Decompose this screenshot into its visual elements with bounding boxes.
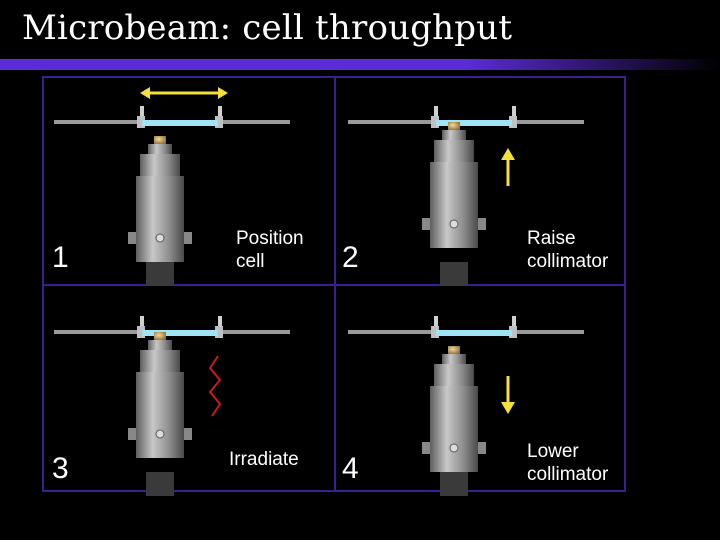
collimator-knob-left	[128, 428, 136, 440]
stage-rail-right	[210, 120, 290, 124]
collimator-tip	[154, 332, 166, 340]
arrow-head-right	[218, 87, 228, 99]
collimator-body	[430, 162, 478, 248]
screw-right	[512, 316, 516, 326]
raise-arrow	[501, 148, 515, 186]
collimator-base	[440, 472, 468, 496]
stage-rail-right	[504, 120, 584, 124]
microbeam-apparatus	[54, 316, 290, 496]
arrow-head-down	[501, 402, 515, 414]
stage	[348, 316, 584, 338]
sample-dish	[436, 330, 512, 336]
collimator-knob-left	[128, 232, 136, 244]
collimator-base	[440, 262, 468, 286]
collimator-head	[434, 364, 474, 386]
collimator-tip	[154, 136, 166, 144]
title-underline	[0, 59, 720, 70]
step-caption: Raise collimator	[527, 228, 609, 272]
collimator	[128, 332, 192, 496]
collimator-bolt	[155, 233, 165, 243]
collimator-bolt	[449, 219, 459, 229]
sample-dish	[142, 330, 218, 336]
collimator	[422, 122, 486, 286]
clamp-left	[137, 116, 145, 128]
step-number: 4	[342, 452, 359, 485]
collimator-body	[136, 176, 184, 262]
step-caption: Irradiate	[229, 449, 299, 470]
collimator	[422, 346, 486, 496]
collimator-tip	[448, 122, 460, 130]
clamp-right	[215, 116, 223, 128]
collimator	[128, 136, 192, 286]
collimator-body	[136, 372, 184, 458]
clamp-left	[137, 326, 145, 338]
collimator-knob-left	[422, 218, 430, 230]
clamp-left	[431, 116, 439, 128]
collimator-neck	[148, 144, 172, 154]
collimator-base	[146, 262, 174, 286]
clamp-right	[509, 116, 517, 128]
clamp-right	[215, 326, 223, 338]
collimator-knob-right	[478, 218, 486, 230]
step-caption: Lower collimator	[527, 441, 609, 485]
grid-divider-horizontal	[42, 284, 626, 286]
collimator-neck	[442, 354, 466, 364]
stage-rail-left	[54, 120, 154, 124]
screw-left	[434, 106, 438, 116]
collimator-bolt	[449, 443, 459, 453]
clamp-right	[509, 326, 517, 338]
screw-left	[140, 106, 144, 116]
lower-arrow	[501, 376, 515, 414]
screw-left	[140, 316, 144, 326]
screw-right	[218, 106, 222, 116]
stage-rail-left	[348, 120, 448, 124]
step-number: 1	[52, 241, 69, 274]
collimator-knob-left	[422, 442, 430, 454]
stage-rail-right	[210, 330, 290, 334]
collimator-head	[140, 350, 180, 372]
screw-right	[512, 106, 516, 116]
collimator-tip	[448, 346, 460, 354]
stage-rail-left	[54, 330, 154, 334]
microbeam-apparatus	[54, 87, 290, 286]
collimator-head	[434, 140, 474, 162]
stage-rail-left	[348, 330, 448, 334]
collimator-knob-right	[184, 232, 192, 244]
page-title: Microbeam: cell throughput	[22, 8, 513, 48]
stage-rail-right	[504, 330, 584, 334]
screw-left	[434, 316, 438, 326]
collimator-knob-right	[184, 428, 192, 440]
radiation-beam	[208, 355, 222, 417]
collimator-head	[140, 154, 180, 176]
collimator-bolt	[155, 429, 165, 439]
collimator-body	[430, 386, 478, 472]
stage	[54, 316, 290, 338]
collimator-base	[146, 472, 174, 496]
arrow-head-up	[501, 148, 515, 160]
sample-dish	[142, 120, 218, 126]
step-number: 3	[52, 452, 69, 485]
stage	[348, 106, 584, 128]
screw-right	[218, 316, 222, 326]
arrow-head-left	[140, 87, 150, 99]
step-caption: Position cell	[236, 228, 304, 272]
collimator-neck	[442, 130, 466, 140]
sample-dish	[436, 120, 512, 126]
stage	[54, 106, 290, 128]
microbeam-apparatus	[348, 316, 584, 496]
step-number: 2	[342, 241, 359, 274]
collimator-knob-right	[478, 442, 486, 454]
clamp-left	[431, 326, 439, 338]
position-arrow	[140, 87, 228, 99]
collimator-neck	[148, 340, 172, 350]
microbeam-apparatus	[348, 106, 584, 286]
